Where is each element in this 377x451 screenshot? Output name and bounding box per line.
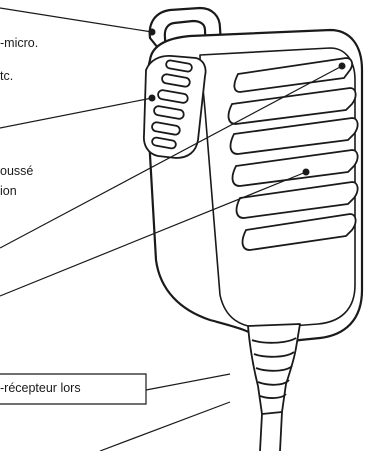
callout-dot-grille-mid: [303, 169, 310, 176]
callout-label-cable: -récepteur lors: [0, 381, 81, 396]
callout-line-clip: [0, 8, 152, 32]
callout-label-clip: -micro.: [0, 36, 38, 51]
callout-label-ptt-continued: ion: [0, 184, 17, 199]
callout-dot-clip: [149, 29, 156, 36]
callout-line-cable-2: [100, 402, 230, 451]
callout-dot-ptt: [149, 95, 156, 102]
callout-label-ptt: oussé: [0, 164, 33, 179]
callout-dot-grille-top: [339, 63, 346, 70]
callout-line-ptt: [0, 98, 152, 128]
ptt-button: [144, 56, 206, 158]
cable-strain-relief: [248, 324, 300, 451]
callout-label-clip-continued: tc.: [0, 69, 13, 84]
callout-line-cable-1: [146, 374, 230, 390]
